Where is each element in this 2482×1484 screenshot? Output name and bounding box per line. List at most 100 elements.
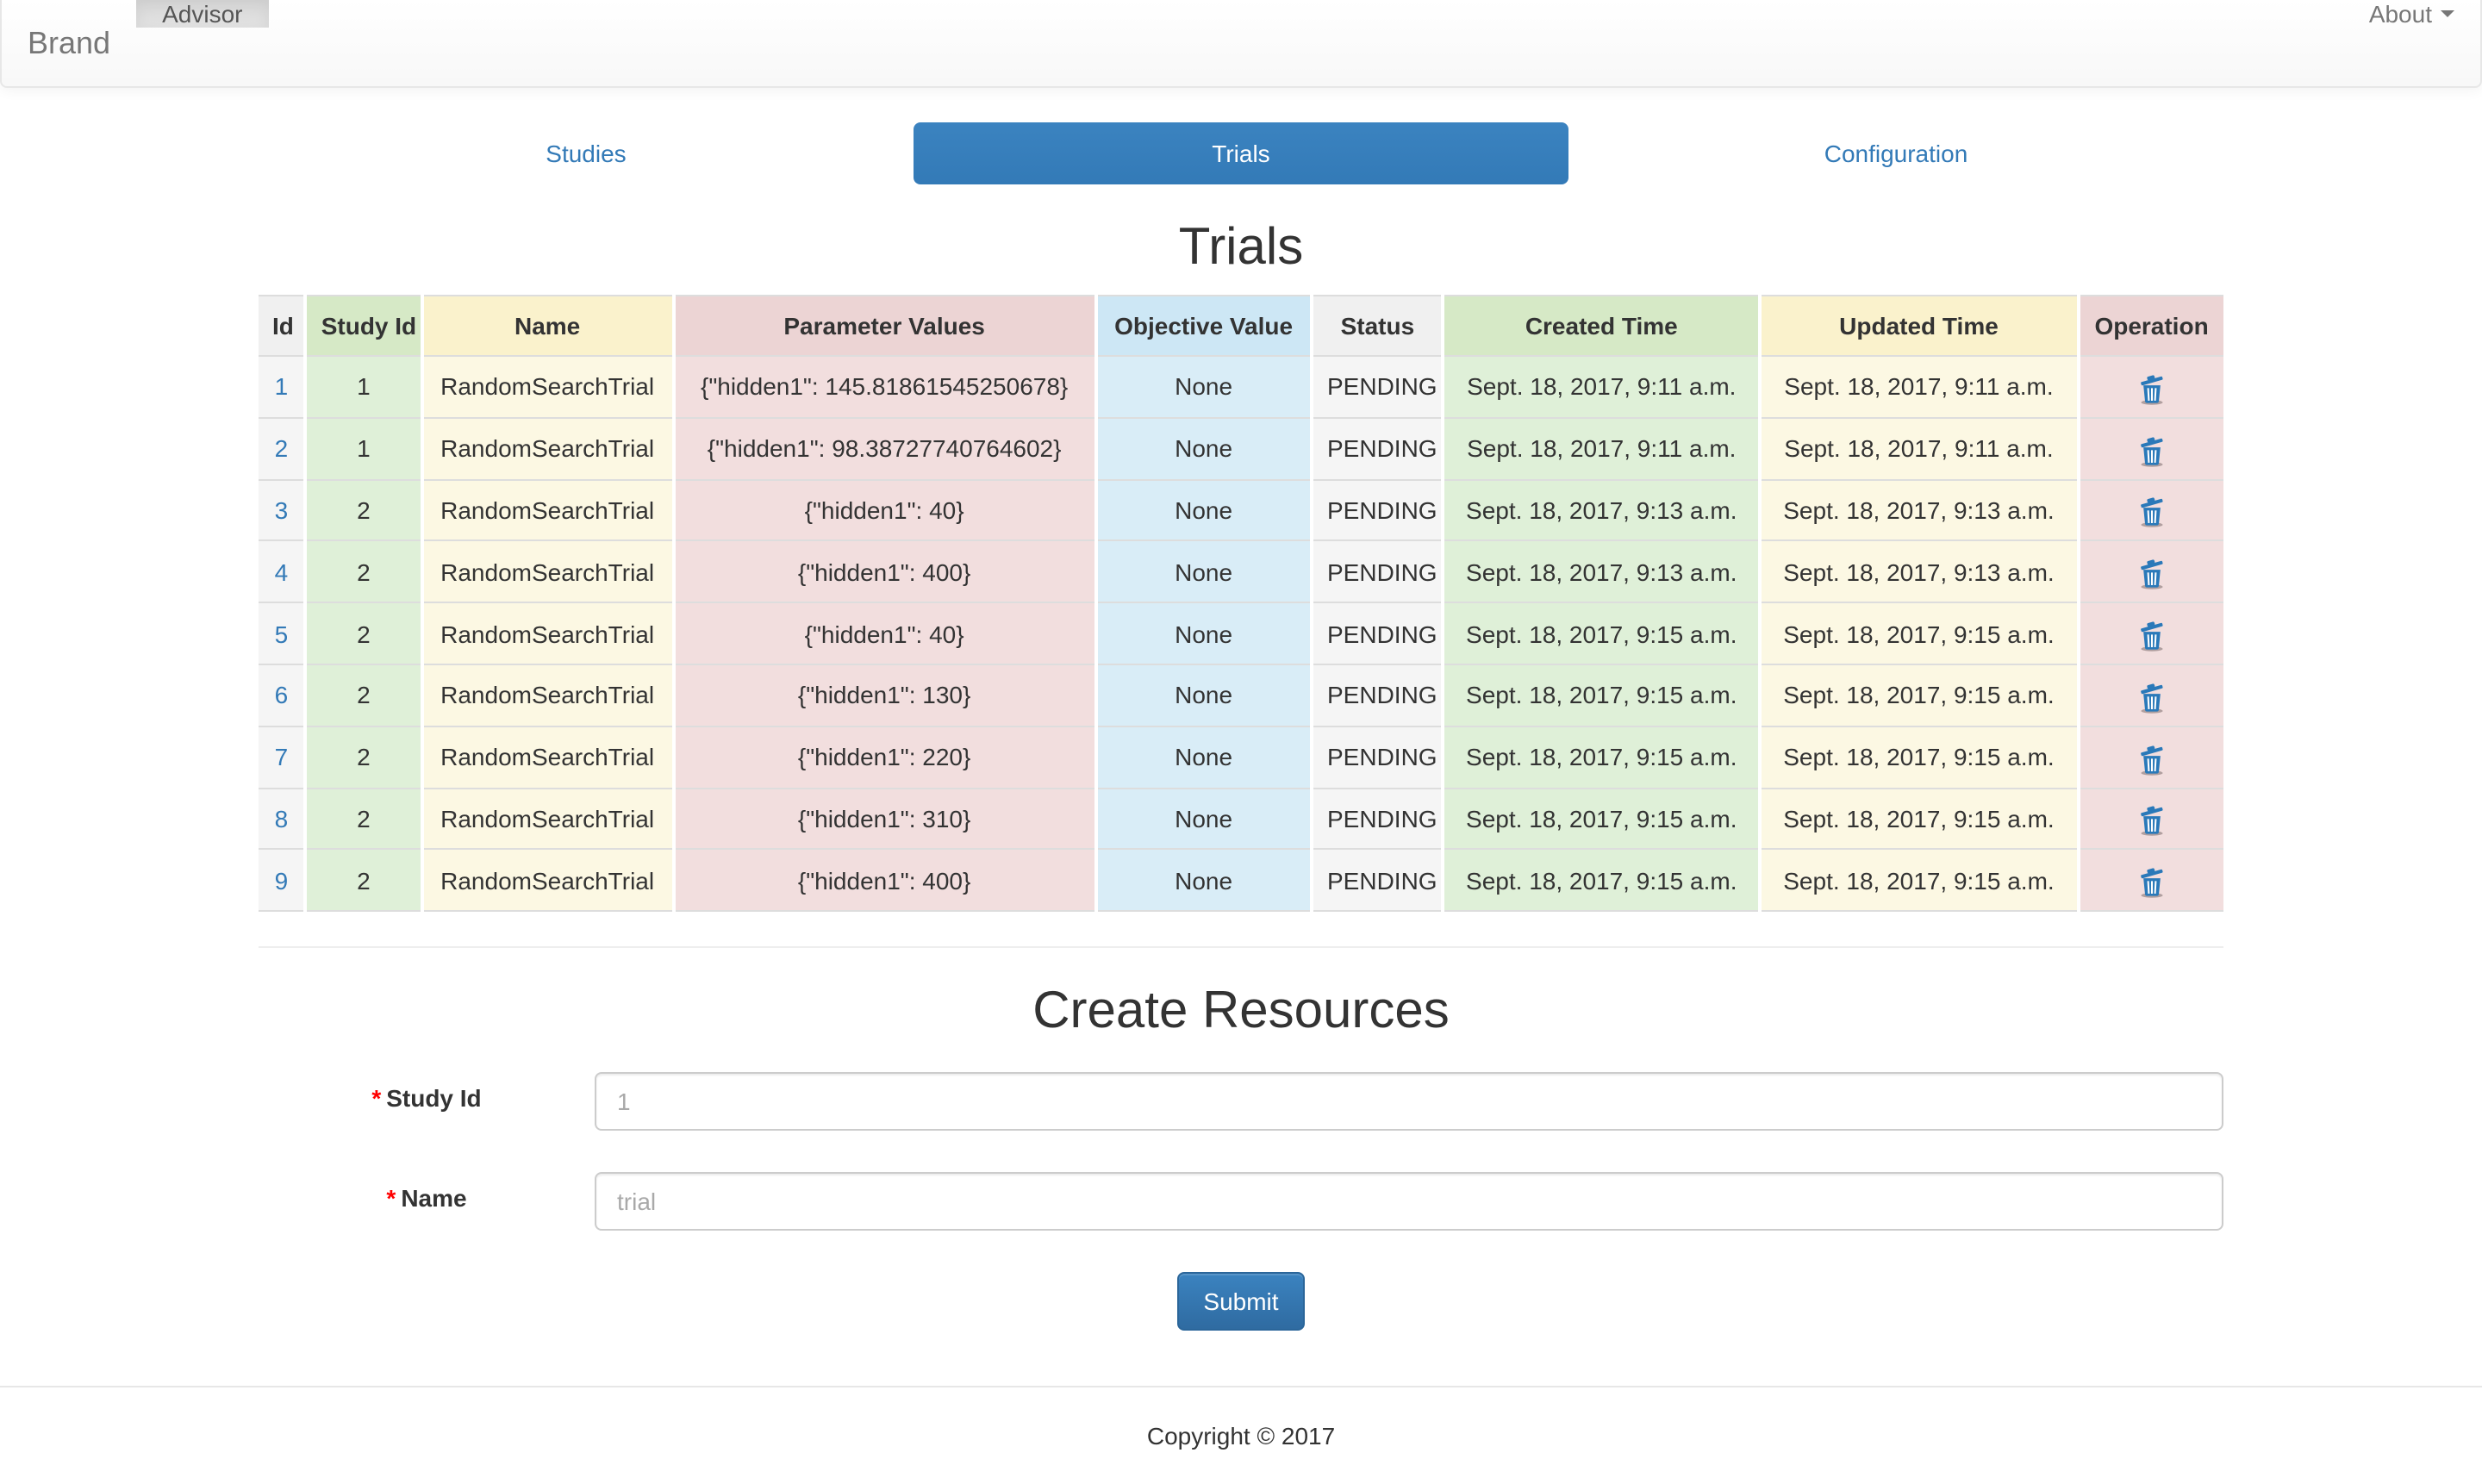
cell-operation [2076,787,2223,850]
cell-id: 7 [259,725,306,789]
cell-name: RandomSearchTrial [420,787,674,850]
cell-updated_time: Sept. 18, 2017, 9:13 a.m. [1757,539,2079,603]
study-id-input[interactable] [595,1072,2223,1132]
cell-study_id: 2 [303,848,422,913]
cell-study_id: 2 [303,663,422,726]
cell-name: RandomSearchTrial [420,416,674,480]
cell-parameter_values: {"hidden1": 40} [671,478,1096,541]
advisor-link[interactable]: Advisor [136,0,269,28]
trial-id-link[interactable]: 5 [274,620,289,648]
trash-icon [2140,498,2163,528]
name-form-row: *Name [259,1172,2223,1231]
trial-id-link[interactable]: 4 [274,558,289,586]
cell-created_time: Sept. 18, 2017, 9:15 a.m. [1441,848,1760,913]
cell-updated_time: Sept. 18, 2017, 9:13 a.m. [1757,478,2079,541]
trash-icon [2140,559,2163,590]
cell-parameter_values: {"hidden1": 98.38727740764602} [671,416,1096,480]
cell-id: 6 [259,663,306,726]
column-header-objective_value: Objective Value [1094,295,1312,356]
tab-trials-link[interactable]: Trials [914,122,1568,184]
study-id-form-row: *Study Id [259,1072,2223,1132]
delete-trial-button[interactable] [2137,557,2167,590]
cell-status: PENDING [1309,416,1444,480]
cell-id: 8 [259,787,306,850]
trial-id-link[interactable]: 2 [274,434,289,463]
name-input-wrap [595,1172,2223,1231]
cell-name: RandomSearchTrial [420,663,674,726]
trial-id-link[interactable]: 8 [274,804,289,832]
cell-id: 2 [259,416,306,480]
trial-id-link[interactable]: 6 [274,681,289,709]
tab-configuration-link[interactable]: Configuration [1824,140,1968,167]
cell-id: 5 [259,602,306,664]
cell-parameter_values: {"hidden1": 145.81861545250678} [671,355,1096,418]
trial-id-link[interactable]: 1 [274,372,289,401]
cell-parameter_values: {"hidden1": 220} [671,725,1096,789]
cell-updated_time: Sept. 18, 2017, 9:15 a.m. [1757,848,2079,913]
cell-created_time: Sept. 18, 2017, 9:11 a.m. [1441,355,1760,418]
cell-status: PENDING [1309,787,1444,850]
cell-operation [2076,416,2223,480]
delete-trial-button[interactable] [2137,681,2167,714]
cell-status: PENDING [1309,602,1444,664]
column-header-name: Name [420,295,674,356]
trial-id-link[interactable]: 3 [274,496,289,524]
cell-status: PENDING [1309,539,1444,603]
cell-name: RandomSearchTrial [420,848,674,913]
cell-parameter_values: {"hidden1": 130} [671,663,1096,726]
cell-created_time: Sept. 18, 2017, 9:15 a.m. [1441,725,1760,789]
cell-study_id: 2 [303,478,422,541]
cell-objective_value: None [1094,725,1312,789]
cell-name: RandomSearchTrial [420,725,674,789]
navbar: Brand Advisor About [0,0,2482,88]
page: Brand Advisor About Studies Trials Confi… [0,0,2482,1450]
cell-id: 3 [259,478,306,541]
name-input[interactable] [595,1172,2223,1231]
delete-trial-button[interactable] [2137,865,2167,899]
page-title: Trials [1178,219,1304,276]
delete-trial-button[interactable] [2137,804,2167,837]
cell-id: 9 [259,848,306,913]
cell-objective_value: None [1094,539,1312,603]
column-header-created_time: Created Time [1441,295,1760,356]
cell-id: 1 [259,355,306,418]
cell-created_time: Sept. 18, 2017, 9:13 a.m. [1441,478,1760,541]
cell-created_time: Sept. 18, 2017, 9:11 a.m. [1441,416,1760,480]
brand-link[interactable]: Brand [28,25,111,59]
about-dropdown[interactable]: About [2343,0,2480,28]
column-header-status: Status [1309,295,1444,356]
trial-id-link[interactable]: 7 [274,743,289,771]
cell-updated_time: Sept. 18, 2017, 9:15 a.m. [1757,602,2079,664]
cell-operation [2076,355,2223,418]
trial-id-link[interactable]: 9 [274,866,289,895]
delete-trial-button[interactable] [2137,742,2167,775]
cell-objective_value: None [1094,848,1312,913]
delete-trial-button[interactable] [2137,372,2167,405]
footer: Copyright © 2017 [0,1386,2482,1484]
cell-created_time: Sept. 18, 2017, 9:15 a.m. [1441,663,1760,726]
section-tabs: Studies Trials Configuration [259,122,2223,184]
cell-study_id: 2 [303,725,422,789]
cell-study_id: 1 [303,355,422,418]
cell-objective_value: None [1094,416,1312,480]
cell-updated_time: Sept. 18, 2017, 9:15 a.m. [1757,663,2079,726]
submit-button[interactable]: Submit [1177,1272,1305,1331]
cell-operation [2076,725,2223,789]
cell-created_time: Sept. 18, 2017, 9:15 a.m. [1441,602,1760,664]
column-header-study_id: Study Id [303,295,422,356]
cell-status: PENDING [1309,848,1444,913]
required-asterisk: * [386,1184,396,1213]
delete-trial-button[interactable] [2137,433,2167,466]
delete-trial-button[interactable] [2137,496,2167,528]
cell-created_time: Sept. 18, 2017, 9:15 a.m. [1441,787,1760,850]
delete-trial-button[interactable] [2137,619,2167,652]
study-id-label: *Study Id [259,1072,595,1112]
study-id-input-wrap [595,1072,2223,1132]
tab-studies-link[interactable]: Studies [546,140,627,167]
